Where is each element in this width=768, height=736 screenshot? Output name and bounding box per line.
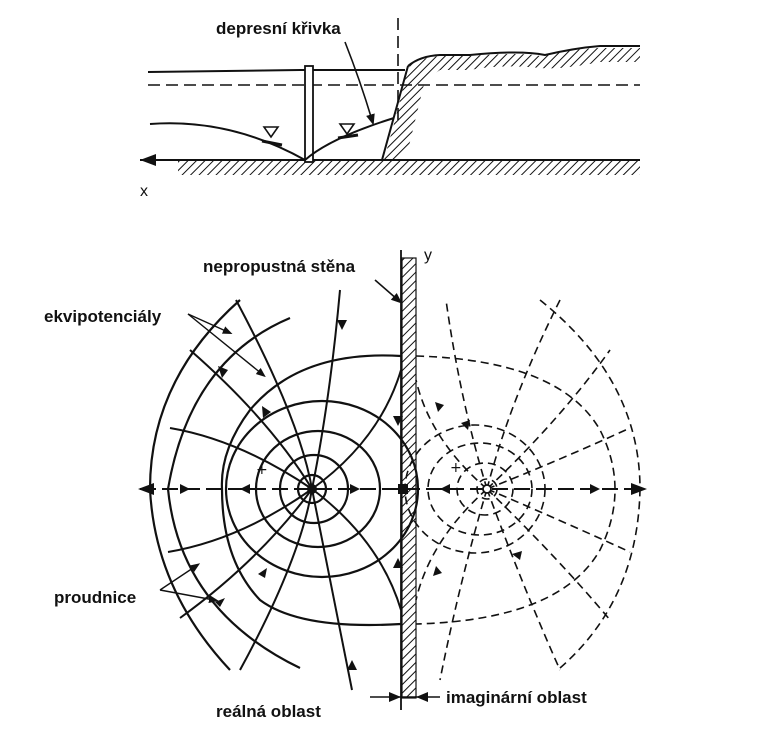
arrow-5	[262, 406, 271, 418]
equipotentials-label: ekvipotenciály	[44, 307, 162, 326]
marker-right-bar	[337, 133, 359, 140]
well	[304, 65, 314, 163]
image-streamline-3	[486, 349, 611, 490]
y-axis-label: y	[424, 247, 432, 264]
image-equipotential-3	[427, 442, 533, 536]
streamlines-label: proudnice	[54, 588, 136, 607]
image-streamline-8	[486, 488, 631, 553]
image-equipotential-1	[476, 478, 498, 500]
streamline-down-2	[311, 488, 353, 691]
image-streamline-7	[486, 488, 611, 621]
water-level-marker-right	[338, 123, 356, 136]
dimension-arrow-left	[389, 692, 401, 702]
streamlines-leader-2	[159, 589, 219, 603]
image-arrow-3	[461, 420, 470, 430]
image-arrow-6	[433, 566, 442, 576]
streamlines-leader-1	[159, 563, 201, 591]
embankment-hatch	[384, 48, 640, 160]
arrow-11	[393, 558, 403, 568]
image-streamline-1	[445, 299, 488, 490]
image-streamline-2	[486, 299, 561, 490]
x-axis-arrow-left	[138, 483, 154, 495]
real-well	[307, 484, 317, 494]
marker-left-bar	[261, 139, 283, 147]
section-view: x depresní křivka	[140, 18, 640, 200]
arrow-6	[215, 598, 225, 607]
image-streamline-6	[486, 488, 561, 671]
streamline-right-up	[311, 369, 402, 490]
arrow-3	[350, 484, 360, 494]
equipotential-2	[278, 453, 350, 525]
streamline-up-2	[311, 289, 341, 490]
x-axis-arrow-right	[631, 483, 647, 495]
arrow-4	[218, 366, 228, 378]
impermeable-wall	[401, 257, 417, 699]
real-source-marker: +	[256, 462, 268, 478]
image-streamline-4	[486, 427, 631, 490]
arrow-1	[180, 484, 190, 494]
equipotential-1	[296, 473, 328, 505]
left-surface-line	[147, 69, 405, 73]
equipotential-5	[220, 354, 402, 627]
arrow-10	[393, 416, 403, 426]
equipotential-4	[224, 399, 420, 579]
equipotentials-leader-1	[187, 313, 233, 335]
x-axis-label: x	[140, 183, 148, 200]
real-streamlines	[167, 289, 402, 691]
depression-curve-leader	[344, 41, 375, 126]
arrow-9	[347, 660, 357, 670]
real-flow-arrows	[180, 320, 403, 670]
equipotentials-leader-2	[187, 313, 266, 378]
real-region-label: reálná oblast	[216, 702, 321, 721]
streamline-right-down	[311, 488, 402, 611]
arrow-8	[337, 320, 347, 330]
wall-leader	[374, 279, 403, 304]
real-equipotentials	[148, 299, 420, 671]
ground-hatch	[178, 161, 640, 175]
arrow-7	[258, 568, 267, 578]
streamline-down-4	[167, 488, 313, 553]
depression-curve	[149, 117, 395, 162]
image-streamline-10	[415, 488, 488, 601]
image-streamline-9	[415, 379, 488, 490]
embankment-slope	[381, 65, 409, 161]
wall-label: nepropustná stěna	[203, 257, 356, 276]
wall-axis-mark	[398, 484, 408, 494]
streamline-up-1	[235, 299, 313, 490]
image-arrow-2	[590, 484, 600, 494]
plan-view: y	[44, 247, 647, 721]
image-arrow-4	[512, 551, 522, 560]
image-streamline-5	[439, 488, 488, 681]
streamline-down-1	[239, 488, 313, 671]
image-equipotential-6	[539, 299, 641, 669]
imaginary-region-label: imaginární oblast	[446, 688, 587, 707]
streamline-up-4	[169, 427, 313, 490]
depression-curve-label: depresní křivka	[216, 19, 341, 38]
imaginary-streamlines	[415, 299, 631, 681]
streamline-up-3	[189, 349, 313, 490]
x-axis-arrow	[140, 154, 156, 166]
streamline-down-3	[179, 488, 313, 619]
imaginary-flow-arrows	[433, 402, 600, 576]
image-well	[482, 484, 492, 494]
image-arrow-1	[440, 484, 450, 494]
image-arrow-5	[435, 402, 444, 412]
equipotential-3	[254, 429, 382, 549]
image-source-marker: +	[450, 460, 462, 476]
image-equipotential-2	[456, 462, 514, 516]
arrow-2	[240, 484, 250, 494]
water-level-marker-left	[262, 126, 280, 139]
dimension-arrow-right	[416, 692, 428, 702]
embankment-outline	[407, 45, 640, 67]
